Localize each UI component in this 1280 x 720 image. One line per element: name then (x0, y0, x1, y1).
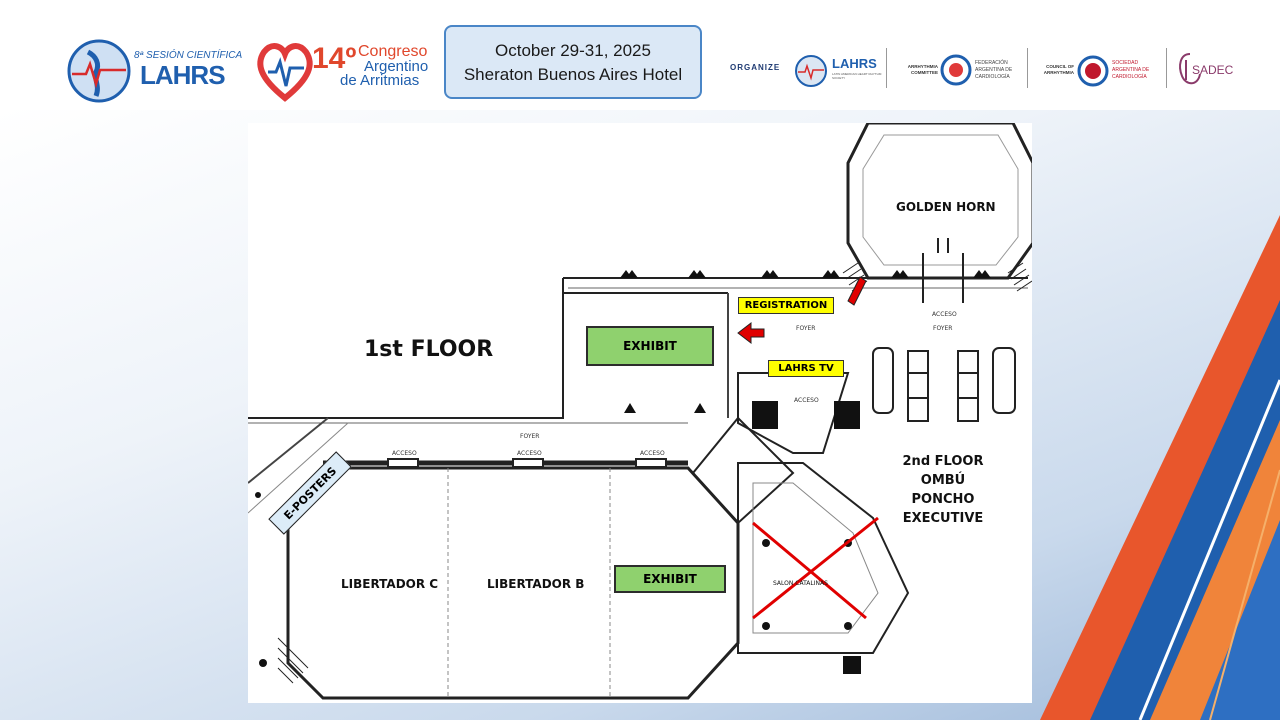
sac-logo-icon (1077, 55, 1109, 87)
golden-horn-label: GOLDEN HORN (896, 200, 996, 214)
floor-plan-drawing (248, 123, 1032, 700)
acceso-label: ACCESO (640, 450, 665, 457)
heart-logo-icon (257, 43, 313, 102)
acceso-label: ACCESO (932, 311, 957, 318)
acceso-label: ACCESO (794, 397, 819, 404)
second-floor-line4: EXECUTIVE (902, 511, 984, 526)
lahrs-tv-label: LAHRS TV (768, 360, 844, 377)
second-floor-line2: OMBÚ (920, 473, 966, 488)
fac-logo-icon (940, 54, 972, 86)
organize-label: ORGANIZE (730, 63, 781, 72)
org1-sub: LATIN AMERICAN HEART RHYTHM SOCIETY (832, 72, 882, 80)
event-dates: October 29-31, 2025 (495, 41, 651, 60)
org2-sub: FEDERACIÓN ARGENTINA DE CARDIOLOGÍA (975, 60, 1013, 80)
event-venue: Sheraton Buenos Aires Hotel (463, 65, 683, 84)
congreso-line3: de Arritmias (340, 72, 420, 89)
congreso-number: 14º (312, 42, 357, 75)
libertador-b-label: LIBERTADOR B (487, 577, 585, 591)
lahrs-small-globe-icon (795, 55, 827, 87)
lahrs-logo-line1: 8ª SESIÓN CIENTÍFICA (134, 50, 243, 61)
second-floor-line3: PONCHO (911, 492, 975, 507)
salon-catalinas-label: SALON CATALINAS (773, 580, 828, 587)
header: 8ª SESIÓN CIENTÍFICA LAHRS 14º Congreso … (0, 0, 1280, 110)
congreso-line2: Argentino (364, 58, 429, 75)
second-floor-line1: 2nd FLOOR (902, 454, 984, 469)
foyer-label: FOYER (933, 325, 953, 332)
libertador-c-label: LIBERTADOR C (341, 577, 439, 591)
exhibit-area-mid: EXHIBIT (614, 565, 726, 593)
exhibit-area-top: EXHIBIT (586, 326, 714, 366)
event-info-box: October 29-31, 2025 Sheraton Buenos Aire… (444, 25, 702, 99)
second-floor-label: 2nd FLOOR OMBÚ PONCHO EXECUTIVE (893, 452, 993, 528)
org3-sub: SOCIEDAD ARGENTINA DE CARDIOLOGÍA (1112, 60, 1150, 80)
sadec-logo-icon (1179, 53, 1201, 85)
registration-label: REGISTRATION (738, 297, 834, 314)
separator (886, 48, 887, 88)
org1-name: LAHRS (832, 56, 877, 71)
floor-plan: GOLDEN HORN 1st FLOOR LIBERTADOR C LIBER… (248, 123, 1032, 703)
acceso-label: ACCESO (392, 450, 417, 457)
foyer-label: FOYER (520, 433, 540, 440)
org3-name: COUNCIL OF ARRHYTHMIA (1043, 64, 1074, 75)
org2-name: ARRHYTHMIA COMMITTEE (907, 64, 938, 75)
separator (1027, 48, 1028, 88)
floor-title: 1st FLOOR (364, 337, 494, 362)
globe-logo-icon (67, 39, 131, 103)
lahrs-logo-line2: LAHRS (140, 60, 226, 90)
acceso-label: ACCESO (517, 450, 542, 457)
separator (1166, 48, 1167, 88)
congreso-line1: Congreso (358, 43, 428, 60)
foyer-label: FOYER (796, 325, 816, 332)
org4-name: SADEC (1192, 63, 1234, 77)
